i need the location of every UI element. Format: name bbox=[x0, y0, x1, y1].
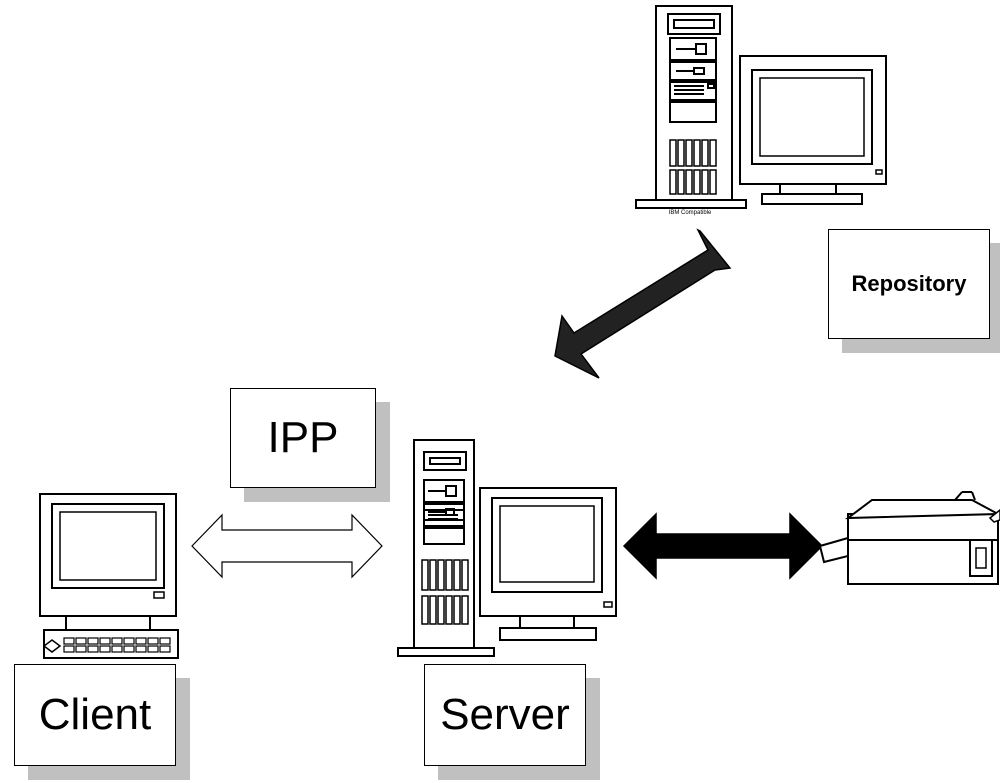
server-label: Server bbox=[440, 690, 570, 739]
server-printer-arrow bbox=[622, 512, 824, 580]
repo-pc-caption: IBM Compatible bbox=[669, 210, 712, 216]
client-label: Client bbox=[38, 690, 152, 739]
server-computer-icon bbox=[397, 439, 617, 657]
repository-label-box: Repository bbox=[828, 229, 990, 339]
client-label-box: Client bbox=[14, 664, 176, 766]
server-label-box: Server bbox=[424, 664, 586, 766]
ipp-label: IPP bbox=[267, 413, 339, 462]
repository-computer-icon bbox=[635, 5, 887, 209]
server-repository-arrow bbox=[554, 228, 732, 379]
ipp-label-box: IPP bbox=[230, 388, 376, 488]
client-computer-icon bbox=[39, 493, 179, 659]
printer-icon bbox=[818, 491, 1000, 585]
client-server-arrow bbox=[191, 513, 383, 579]
repository-label: Repository bbox=[851, 271, 967, 296]
